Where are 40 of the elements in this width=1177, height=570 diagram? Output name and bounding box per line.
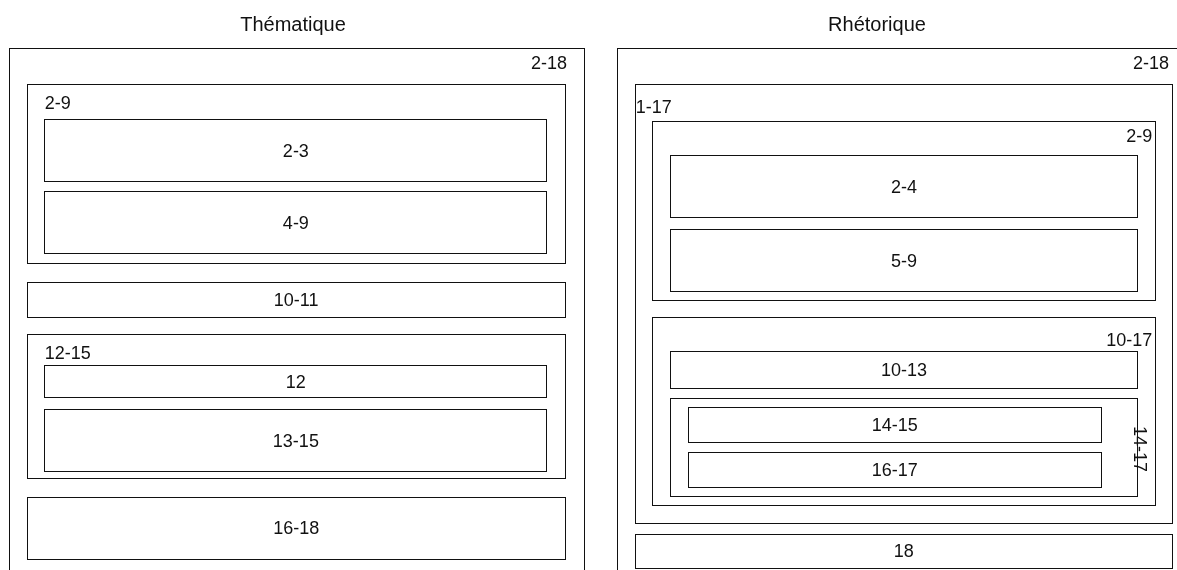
range-label: 12 [285, 371, 306, 392]
segment-box [44, 409, 548, 473]
range-label: 2-9 [1126, 126, 1153, 147]
range-label: 2-18 [1132, 53, 1169, 73]
range-label: 10-13 [881, 360, 928, 381]
range-label: 5-9 [891, 250, 918, 271]
range-label: 2-18 [530, 53, 567, 73]
column-heading: Rhétorique [828, 13, 926, 35]
range-label: 10-11 [273, 289, 319, 310]
segment-box [26, 496, 566, 560]
range-label: 13-15 [272, 430, 319, 451]
segment-box [670, 229, 1139, 293]
range-label: 4-9 [282, 212, 309, 233]
segment-box [652, 317, 1157, 507]
segment-box [670, 155, 1139, 219]
range-label: 16-18 [273, 518, 320, 539]
segment-box [634, 533, 1173, 569]
column-heading: Thématique [240, 13, 346, 35]
range-label: 14-15 [871, 414, 918, 435]
segment-box [9, 48, 585, 570]
segment-box [634, 83, 1173, 524]
segment-box [26, 333, 566, 479]
segment-box [617, 48, 1177, 570]
range-label: 2-3 [282, 140, 309, 161]
range-label: 18 [893, 541, 914, 562]
range-label: 10-17 [1106, 330, 1153, 351]
range-label: 16-17 [871, 459, 918, 480]
segment-box [652, 121, 1157, 302]
segment-box [44, 191, 548, 255]
segment-box [687, 406, 1102, 443]
range-label: 2-9 [44, 92, 71, 113]
range-label: 2-4 [891, 176, 918, 197]
range-label: 1-17 [635, 96, 672, 117]
range-label: 12-15 [44, 342, 91, 363]
segment-box [44, 119, 548, 183]
segment-box [670, 351, 1139, 390]
segment-box [26, 281, 566, 318]
segment-box [44, 365, 548, 399]
segment-box [26, 83, 566, 264]
segment-box [687, 451, 1102, 488]
